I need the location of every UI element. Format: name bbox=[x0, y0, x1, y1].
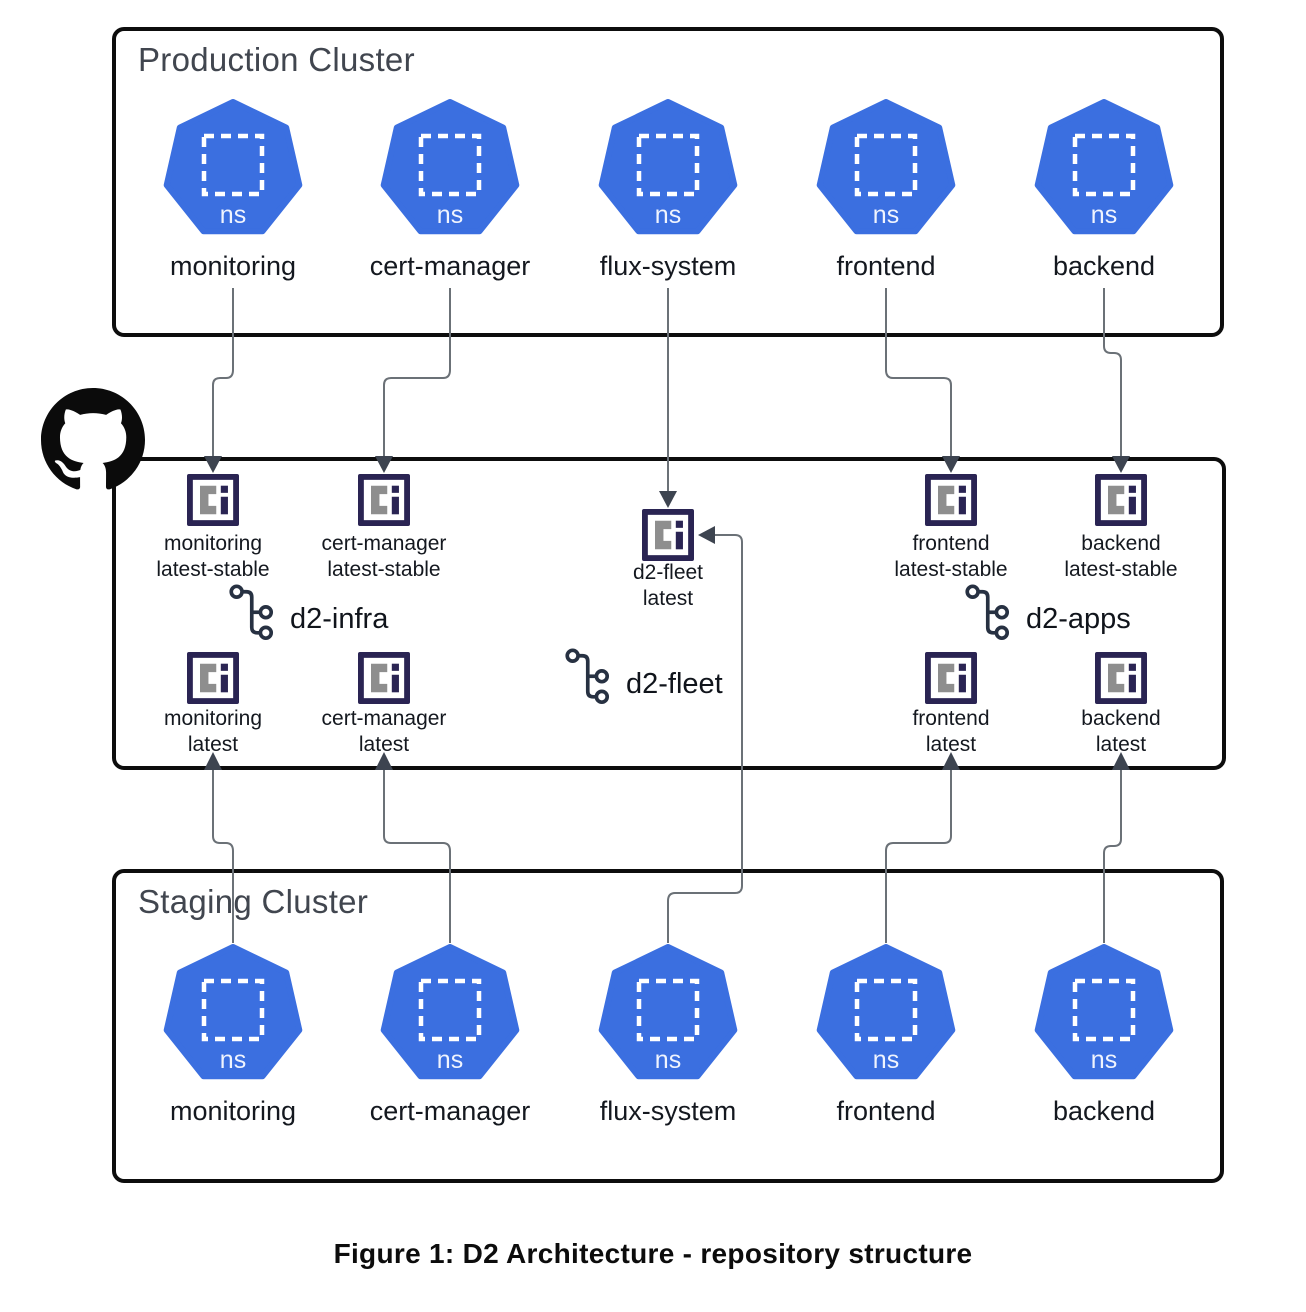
prod-namespace-monitoring-label: monitoring bbox=[169, 251, 297, 281]
staging-namespace-cert-manager: ns bbox=[380, 944, 520, 1084]
staging-namespace-monitoring: ns bbox=[163, 944, 303, 1084]
ci-tag-cert-manager-latest-label: cert-manager latest bbox=[321, 707, 447, 756]
ci-tag-backend-latest-stable bbox=[1095, 474, 1147, 526]
ci-tag-backend-latest-stable-label: backend latest-stable bbox=[1064, 532, 1178, 581]
kubernetes-namespace-icon: ns bbox=[1034, 99, 1174, 235]
svg-text:ns: ns bbox=[1091, 1046, 1117, 1074]
ci-tag-backend-latest-label: backend latest bbox=[1081, 707, 1161, 756]
kubernetes-namespace-icon: ns bbox=[598, 944, 738, 1080]
ci-icon bbox=[925, 474, 977, 526]
svg-text:ns: ns bbox=[655, 201, 681, 229]
svg-text:ns: ns bbox=[220, 1046, 246, 1074]
figure-caption: Figure 1: D2 Architecture - repository s… bbox=[333, 1238, 973, 1269]
staging-namespace-flux-system-label: flux-system bbox=[599, 1096, 737, 1126]
git-branch-icon bbox=[565, 648, 610, 705]
kubernetes-namespace-icon: ns bbox=[380, 944, 520, 1080]
staging-namespace-monitoring-label: monitoring bbox=[169, 1096, 297, 1126]
ci-tag-monitoring-latest-label: monitoring latest bbox=[163, 707, 263, 756]
staging-namespace-flux-system: ns bbox=[598, 944, 738, 1084]
svg-text:ns: ns bbox=[1091, 201, 1117, 229]
git-branch-icon bbox=[965, 584, 1010, 641]
ci-icon bbox=[358, 474, 410, 526]
ci-tag-frontend-latest bbox=[925, 652, 977, 704]
ci-icon bbox=[1095, 474, 1147, 526]
ci-icon bbox=[187, 652, 239, 704]
branch-label-d2-apps: d2-apps bbox=[1026, 603, 1131, 635]
ci-tag-backend-latest bbox=[1095, 652, 1147, 704]
staging-cluster-title: Staging Cluster bbox=[138, 883, 369, 920]
ci-icon bbox=[358, 652, 410, 704]
branch-label-d2-fleet: d2-fleet bbox=[626, 668, 723, 700]
kubernetes-namespace-icon: ns bbox=[816, 944, 956, 1080]
ci-tag-monitoring-latest-stable-label: monitoring latest-stable bbox=[156, 532, 270, 581]
ci-icon bbox=[187, 474, 239, 526]
prod-namespace-frontend-label: frontend bbox=[836, 251, 936, 281]
kubernetes-namespace-icon: ns bbox=[163, 99, 303, 235]
staging-namespace-cert-manager-label: cert-manager bbox=[369, 1096, 531, 1126]
svg-text:ns: ns bbox=[873, 201, 899, 229]
ci-tag-cert-manager-latest-stable bbox=[358, 474, 410, 526]
prod-namespace-flux-system: ns bbox=[598, 99, 738, 239]
production-cluster-title: Production Cluster bbox=[138, 41, 415, 78]
prod-namespace-cert-manager: ns bbox=[380, 99, 520, 239]
svg-text:ns: ns bbox=[437, 201, 463, 229]
prod-namespace-monitoring: ns bbox=[163, 99, 303, 239]
kubernetes-namespace-icon: ns bbox=[1034, 944, 1174, 1080]
staging-namespace-backend-label: backend bbox=[1052, 1096, 1156, 1126]
github-icon bbox=[41, 388, 145, 492]
ci-icon bbox=[642, 509, 694, 561]
ci-tag-frontend-latest-stable-label: frontend latest-stable bbox=[894, 532, 1008, 581]
ci-tag-d2-fleet-latest-label: d2-fleet latest bbox=[632, 561, 704, 610]
kubernetes-namespace-icon: ns bbox=[598, 99, 738, 235]
svg-text:ns: ns bbox=[655, 1046, 681, 1074]
kubernetes-namespace-icon: ns bbox=[163, 944, 303, 1080]
prod-namespace-frontend: ns bbox=[816, 99, 956, 239]
git-branch-d2-infra bbox=[228, 583, 282, 648]
ci-icon bbox=[925, 652, 977, 704]
staging-namespace-backend: ns bbox=[1034, 944, 1174, 1084]
ci-tag-monitoring-latest-stable bbox=[187, 474, 239, 526]
ci-tag-cert-manager-latest bbox=[358, 652, 410, 704]
ci-tag-monitoring-latest bbox=[187, 652, 239, 704]
prod-namespace-flux-system-label: flux-system bbox=[599, 251, 737, 281]
ci-tag-frontend-latest-label: frontend latest bbox=[912, 707, 990, 756]
kubernetes-namespace-icon: ns bbox=[380, 99, 520, 235]
kubernetes-namespace-icon: ns bbox=[816, 99, 956, 235]
prod-namespace-cert-manager-label: cert-manager bbox=[369, 251, 531, 281]
git-branch-d2-fleet bbox=[564, 647, 618, 712]
staging-namespace-frontend: ns bbox=[816, 944, 956, 1084]
ci-icon bbox=[1095, 652, 1147, 704]
ci-tag-d2-fleet-latest bbox=[642, 509, 694, 561]
ci-tag-cert-manager-latest-stable-label: cert-manager latest-stable bbox=[321, 532, 447, 581]
svg-text:ns: ns bbox=[437, 1046, 463, 1074]
branch-label-d2-infra: d2-infra bbox=[290, 603, 389, 635]
ci-tag-frontend-latest-stable bbox=[925, 474, 977, 526]
svg-text:ns: ns bbox=[873, 1046, 899, 1074]
git-branch-d2-apps bbox=[964, 583, 1018, 648]
git-branch-icon bbox=[229, 584, 274, 641]
prod-namespace-backend-label: backend bbox=[1052, 251, 1156, 281]
prod-namespace-backend: ns bbox=[1034, 99, 1174, 239]
staging-namespace-frontend-label: frontend bbox=[836, 1096, 936, 1126]
svg-text:ns: ns bbox=[220, 201, 246, 229]
